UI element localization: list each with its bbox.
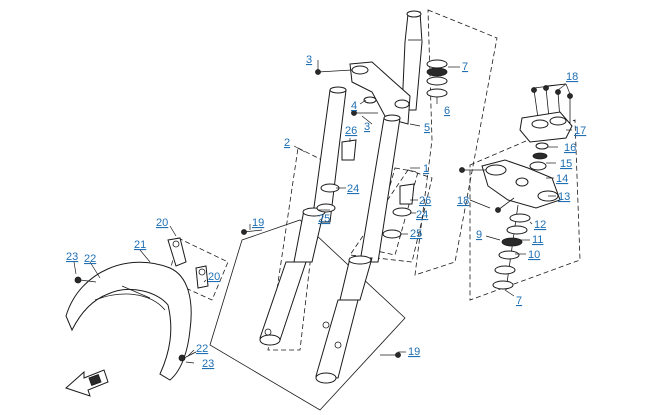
fender-bolts-left (74, 276, 97, 284)
lower-fork-outline (209, 219, 406, 411)
callout-10: 10 (528, 249, 540, 261)
lower-clamp-bolts (459, 167, 515, 213)
fender-bolts-lower (178, 351, 197, 362)
callout-19-lower: 19 (408, 346, 420, 358)
callout-1: 1 (423, 163, 429, 175)
left-fork-tube (259, 86, 347, 346)
callout-7-upper: 7 (462, 61, 468, 73)
callout-12: 12 (534, 219, 546, 231)
callout-22-upper: 22 (84, 253, 96, 265)
callout-18-top: 18 (566, 71, 578, 83)
callout-labels: 7 3 4 3 6 5 2 26 1 24 25 26 24 25 19 19 … (66, 54, 586, 370)
clamp-bolt-lower (351, 110, 378, 116)
callout-16: 16 (564, 142, 576, 154)
fender-bracket-left (167, 237, 187, 267)
upper-bearing-stack (426, 59, 448, 98)
callout-14: 14 (556, 173, 568, 185)
fender-mount-boundary (167, 237, 229, 301)
callout-23-upper: 23 (66, 251, 78, 263)
steering-nut-washers (529, 142, 549, 171)
callout-7-lower: 7 (516, 295, 522, 307)
callout-24-left: 24 (347, 183, 359, 195)
callout-18-lower: 18 (457, 195, 469, 207)
callout-26-lower: 26 (419, 195, 431, 207)
lower-bearing-stack (492, 204, 531, 291)
callout-3-lower: 3 (364, 121, 370, 133)
callout-2: 2 (284, 137, 290, 149)
callout-5: 5 (424, 122, 430, 134)
lower-triple-clamp (481, 159, 561, 209)
callout-20-upper: 20 (156, 217, 168, 229)
right-fork-tube (315, 114, 401, 384)
callout-19-upper: 19 (252, 217, 264, 229)
callout-23-lower: 23 (202, 358, 214, 370)
upper-triple-clamp (349, 61, 411, 125)
steering-assembly-boundary (414, 9, 498, 276)
axle-bolt-upper (241, 229, 263, 235)
axle-bolt-lower (380, 352, 401, 358)
leader-lines (73, 60, 572, 364)
callout-15: 15 (560, 158, 572, 170)
callout-4: 4 (351, 100, 357, 112)
callout-3-upper: 3 (306, 54, 312, 66)
fork-seals-right (382, 183, 415, 239)
callout-17: 17 (574, 125, 586, 137)
front-direction-arrow-icon (65, 369, 109, 397)
callout-9: 9 (476, 229, 482, 241)
callout-26-upper: 26 (345, 125, 357, 137)
callout-25-right: 25 (410, 228, 422, 240)
callout-21: 21 (134, 239, 146, 251)
front-fender (65, 261, 192, 381)
fender-bracket-right (195, 265, 209, 289)
callout-20-lower: 20 (208, 271, 220, 283)
callout-13: 13 (558, 191, 570, 203)
callout-25-left: 25 (318, 213, 330, 225)
callout-6: 6 (444, 105, 450, 117)
clamp-bolt-upper (315, 69, 353, 75)
top-bridge-bolts (531, 85, 573, 124)
callout-24-right: 24 (416, 209, 428, 221)
handlebar-clamp (519, 111, 573, 143)
left-fork-leg-boundary (267, 147, 323, 351)
callout-11: 11 (532, 234, 543, 246)
callout-22-lower: 22 (196, 343, 208, 355)
steering-stem (401, 10, 423, 111)
